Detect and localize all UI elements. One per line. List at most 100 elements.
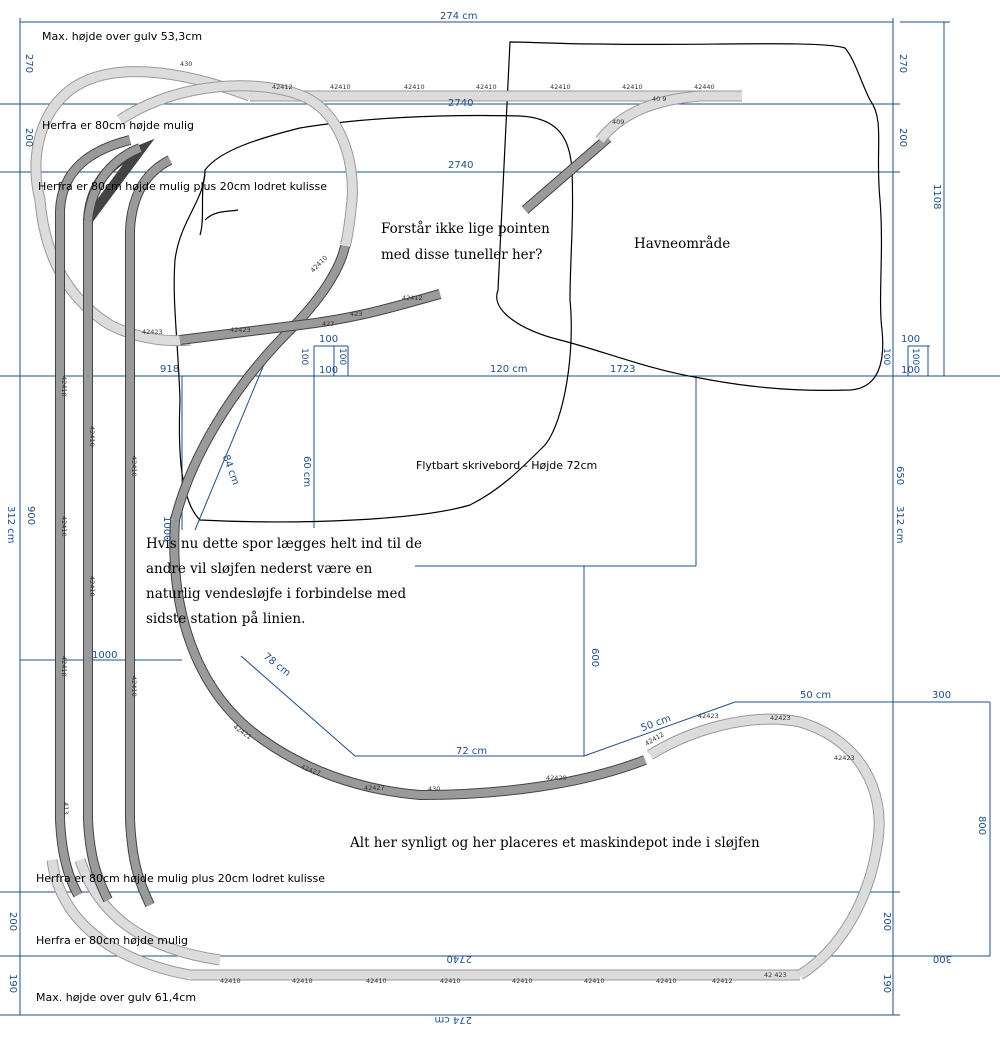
track-code: 42410 [512,977,533,985]
height-zone-label: Herfra er 80cm højde mulig [42,119,194,132]
track-code: 42410 [130,456,138,477]
dimension-78cm: 78 cm [261,651,292,679]
track-code: 42423 [770,714,791,722]
track-code: 42410 [584,977,605,985]
track-code: 42412 [272,83,293,91]
dimension-100: 100 [910,348,920,365]
track-code: 42412 [712,977,733,985]
height-zone-label: Herfra er 80cm højde mulig [36,934,188,947]
track-code: 42410 [60,516,68,537]
dimension-100: 100 [299,348,309,365]
top-width-dimension: 274 cm [440,11,478,22]
dimension-100: 100 [319,334,338,345]
dimension-60cm: 60 cm [301,456,312,487]
track-code: 42410 [88,426,96,447]
light-tracks [30,66,885,981]
track-code: 423 [350,310,362,318]
desk-label: Flytbart skrivebord - Højde 72cm [416,459,597,472]
dimension-270: 270 [23,54,34,73]
dimension-1108: 1108 [931,184,942,209]
dimension-270: 270 [897,54,908,73]
dimension-900: 900 [25,506,36,525]
tunnel-comment-line: Forstår ikke lige pointen [381,221,550,237]
depot-comment: Alt her synligt og her placeres et maski… [349,835,760,851]
track-code-labels: 430 42412 42410 42410 42410 42410 42410 … [60,60,855,985]
track-code: 42423 [230,326,251,334]
left-height-dimension: 312 cm [5,506,16,544]
track-code: 42412 [402,294,423,302]
height-zone-label: Herfra er 80cm højde mulig plus 20cm lod… [36,872,325,885]
track-comment-line: andre vil sløjfen nederst være en [146,561,373,577]
track-code: 42420 [546,774,567,782]
tunnel-comment-line: med disse tuneller her? [381,247,542,263]
dimension-50cm: 50 cm [800,690,831,701]
right-height-dimension: 312 cm [894,506,905,544]
dimension-800: 800 [976,816,987,835]
dimension-100: 100 [881,348,891,365]
dimension-1000: 1000 [92,650,117,661]
track-code: 430 [428,785,440,793]
track-code: 42410 [60,376,68,397]
dimension-190: 190 [881,974,892,993]
track-code: 42410 [366,977,387,985]
track-code: 409 [612,118,624,126]
track-code: 42423 [698,712,719,720]
dimension-100: 100 [901,365,920,376]
track-code: 42410 [656,977,677,985]
dimension-texts: 274 cm 274 cm 2740 2740 2740 312 cm 312 … [5,11,987,1025]
sketch-outlines [173,41,884,523]
dimension-300: 300 [932,690,951,701]
dimension-200: 200 [7,912,18,931]
dimension-50cm: 50 cm [640,713,673,734]
dimension-2740: 2740 [448,98,473,109]
dimension-120cm: 120 cm [490,364,528,375]
dimension-300: 300 [933,953,952,964]
bottom-width-dimension: 274 cm [434,1014,472,1025]
max-height-bottom-label: Max. højde over gulv 61,4cm [36,991,196,1004]
track-code: 413 [62,802,70,814]
dimension-650: 650 [894,466,905,485]
height-zone-label: Herfra er 80cm højde mulig plus 20cm lod… [38,180,327,193]
dark-tracks [55,90,701,908]
dimension-100: 100 [337,348,347,365]
dimension-lines [0,18,1000,1016]
dimension-200: 200 [23,128,34,147]
track-comment-line: Hvis nu dette spor lægges helt ind til d… [146,536,422,552]
track-code: 42410 [440,977,461,985]
track-code: 42423 [142,328,163,336]
track-code: 42410 [550,83,571,91]
track-code: 42440 [694,83,715,91]
comment-notes: Forstår ikke lige pointen med disse tune… [146,221,760,851]
dimension-2740: 2740 [448,160,473,171]
harbour-label: Havneområde [634,236,730,252]
track-code: 42410 [60,656,68,677]
track-code: 42423 [834,754,855,762]
track-code: 42427 [300,763,322,778]
dimension-200: 200 [897,128,908,147]
dimension-918: 918 [160,364,179,375]
track-code: 42410 [292,977,313,985]
track-code: 42410 [130,676,138,697]
track-code: 42410 [404,83,425,91]
dimension-1723: 1723 [610,364,635,375]
dimension-100: 100 [901,334,920,345]
track-code: 40 9 [652,95,666,103]
track-comment-line: sidste station på linien. [146,611,305,627]
track-comment-line: naturlig vendesløjfe i forbindelse med [146,586,406,602]
track-code: 42410 [309,254,329,274]
track-code: 430 [180,60,192,68]
track-code: 42410 [330,83,351,91]
area-labels: Max. højde over gulv 53,3cm Herfra er 80… [36,30,597,1004]
track-code: 42427 [364,784,385,792]
dimension-600: 600 [589,648,600,667]
dimension-100: 100 [319,365,338,376]
dimension-200: 200 [881,912,892,931]
dimension-84cm: 84 cm [220,454,241,487]
track-code: 427 [322,320,334,328]
track-code: 42410 [88,576,96,597]
dimension-1000: 1000 [161,516,172,541]
dimension-2740: 2740 [447,953,472,964]
dimension-190: 190 [7,974,18,993]
max-height-top-label: Max. højde over gulv 53,3cm [42,30,202,43]
